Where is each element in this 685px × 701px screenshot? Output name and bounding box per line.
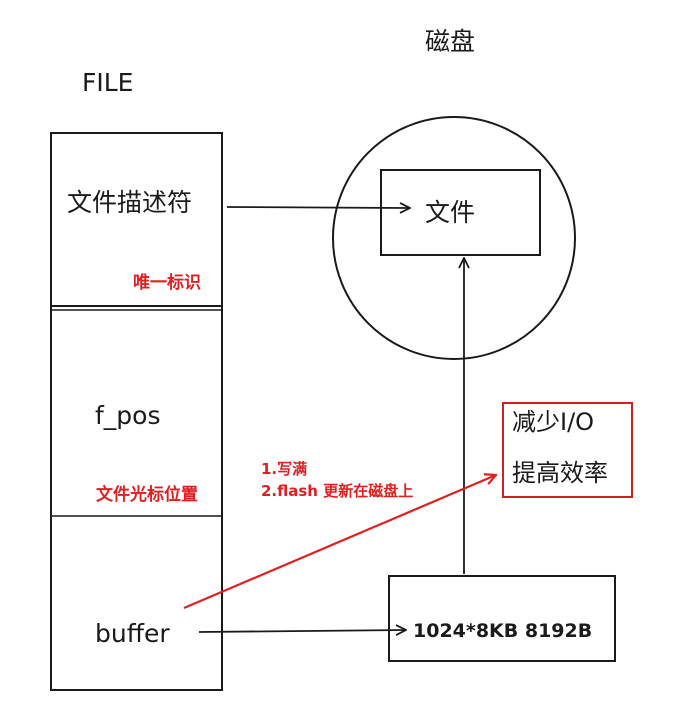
write-note-step1: 1.写满: [261, 460, 308, 478]
fpos-label: f_pos: [95, 401, 161, 430]
buffer-size-box: [388, 575, 616, 662]
fd-label: 文件描述符: [67, 188, 193, 217]
fpos-note: 文件光标位置: [96, 485, 198, 505]
disk-file-box: [380, 169, 541, 256]
disk-title: 磁盘: [425, 27, 476, 56]
disk-file-label: 文件: [425, 198, 476, 227]
write-note-step2: 2.flash 更新在磁盘上: [261, 482, 414, 500]
buffer-flush-arrow: [183, 475, 496, 610]
benefit-improve-efficiency: 提高效率: [512, 459, 608, 487]
buffer-size-label: 1024*8KB 8192B: [413, 620, 593, 642]
benefit-reduce-io: 减少I/O: [512, 408, 595, 436]
fd-note: 唯一标识: [133, 273, 201, 293]
file-title: FILE: [82, 68, 134, 97]
benefit-box: [502, 402, 633, 498]
disk-circle: [332, 116, 576, 360]
buffer-to-size-arrow: [198, 630, 406, 632]
file-struct-outline: [50, 132, 223, 691]
fd-to-file-arrow: [226, 207, 410, 208]
buffer-label: buffer: [95, 619, 170, 648]
